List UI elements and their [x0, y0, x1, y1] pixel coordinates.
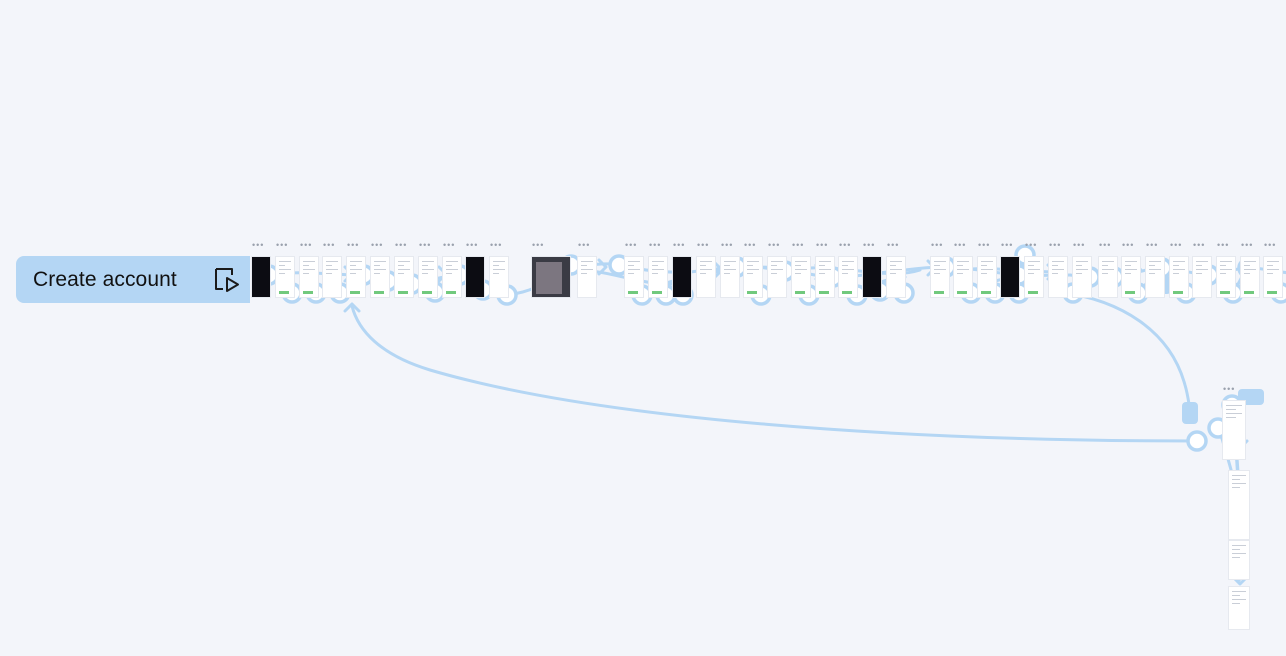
more-dots-icon[interactable]: ••• [371, 240, 384, 250]
more-dots-icon[interactable]: ••• [931, 240, 944, 250]
more-dots-icon[interactable]: ••• [1122, 240, 1135, 250]
more-dots-icon[interactable]: ••• [625, 240, 638, 250]
screen-thumbnail[interactable] [1098, 256, 1118, 298]
screen-thumbnail[interactable] [299, 256, 319, 298]
more-dots-icon[interactable]: ••• [323, 240, 336, 250]
screen-thumbnail[interactable] [1000, 256, 1020, 298]
screen-thumbnail[interactable] [275, 256, 295, 298]
screen-thumbnail[interactable] [531, 256, 571, 298]
screen-thumbnail[interactable] [394, 256, 414, 298]
screen-thumbnail[interactable] [624, 256, 644, 298]
more-dots-icon[interactable]: ••• [768, 240, 781, 250]
more-dots-icon[interactable]: ••• [673, 240, 686, 250]
screen-thumbnail[interactable] [767, 256, 787, 298]
more-dots-icon[interactable]: ••• [863, 240, 876, 250]
more-dots-icon[interactable]: ••• [395, 240, 408, 250]
screen-thumbnail[interactable] [1048, 256, 1068, 298]
more-dots-icon[interactable]: ••• [1049, 240, 1062, 250]
more-dots-icon[interactable]: ••• [578, 240, 591, 250]
screen-thumbnail[interactable] [672, 256, 692, 298]
more-dots-icon[interactable]: ••• [744, 240, 757, 250]
more-dots-icon[interactable]: ••• [1001, 240, 1014, 250]
screen-thumbnail[interactable] [1240, 256, 1260, 298]
flow-name: Create account [33, 267, 177, 291]
more-dots-icon[interactable]: ••• [1193, 240, 1206, 250]
screen-thumbnail[interactable] [322, 256, 342, 298]
prototype-connection [597, 258, 608, 276]
more-dots-icon[interactable]: ••• [276, 240, 289, 250]
more-dots-icon[interactable]: ••• [1025, 240, 1038, 250]
more-dots-icon[interactable]: ••• [443, 240, 456, 250]
more-dots-icon[interactable]: ••• [1217, 240, 1230, 250]
screen-thumbnail[interactable] [577, 256, 597, 298]
screen-thumbnail[interactable] [1228, 540, 1250, 580]
screen-thumbnail[interactable] [743, 256, 763, 298]
screen-thumbnail[interactable] [1121, 256, 1141, 298]
screen-thumbnail[interactable] [1228, 586, 1250, 630]
more-dots-icon[interactable]: ••• [490, 240, 503, 250]
screen-thumbnail[interactable] [815, 256, 835, 298]
screen-thumbnail[interactable] [1169, 256, 1189, 298]
screen-thumbnail[interactable] [696, 256, 716, 298]
more-dots-icon[interactable]: ••• [1170, 240, 1183, 250]
screen-thumbnail[interactable] [346, 256, 366, 298]
more-dots-icon[interactable]: ••• [954, 240, 967, 250]
screen-thumbnail[interactable] [838, 256, 858, 298]
more-dots-icon[interactable]: ••• [1146, 240, 1159, 250]
prototype-connection [350, 304, 1199, 443]
more-dots-icon[interactable]: ••• [649, 240, 662, 250]
more-dots-icon[interactable]: ••• [721, 240, 734, 250]
connection-handle [1182, 402, 1198, 424]
screen-thumbnail[interactable] [930, 256, 950, 298]
screen-thumbnail[interactable] [977, 256, 997, 298]
prototype-connection [1058, 290, 1192, 412]
more-dots-icon[interactable]: ••• [839, 240, 852, 250]
screen-thumbnail[interactable] [1263, 256, 1283, 298]
screen-thumbnail[interactable] [1222, 400, 1246, 460]
more-dots-icon[interactable]: ••• [300, 240, 313, 250]
screen-thumbnail[interactable] [251, 256, 271, 298]
more-dots-icon[interactable]: ••• [347, 240, 360, 250]
more-dots-icon[interactable]: ••• [887, 240, 900, 250]
flow-starting-point[interactable]: Create account [16, 256, 250, 303]
screen-thumbnail[interactable] [465, 256, 485, 298]
screen-thumbnail[interactable] [442, 256, 462, 298]
more-dots-icon[interactable]: ••• [252, 240, 265, 250]
more-dots-icon[interactable]: ••• [532, 240, 545, 250]
more-dots-icon[interactable]: ••• [1099, 240, 1112, 250]
connection-node [1186, 430, 1208, 452]
more-dots-icon[interactable]: ••• [1223, 384, 1236, 394]
screen-thumbnail[interactable] [1192, 256, 1212, 298]
more-dots-icon[interactable]: ••• [697, 240, 710, 250]
screen-thumbnail[interactable] [1216, 256, 1236, 298]
screen-thumbnail[interactable] [953, 256, 973, 298]
screen-thumbnail[interactable] [862, 256, 882, 298]
screen-thumbnail[interactable] [370, 256, 390, 298]
more-dots-icon[interactable]: ••• [816, 240, 829, 250]
screen-thumbnail[interactable] [1072, 256, 1092, 298]
more-dots-icon[interactable]: ••• [792, 240, 805, 250]
more-dots-icon[interactable]: ••• [1073, 240, 1086, 250]
screen-thumbnail[interactable] [791, 256, 811, 298]
screen-thumbnail[interactable] [886, 256, 906, 298]
screen-thumbnail[interactable] [489, 256, 509, 298]
prototype-connection [343, 302, 361, 313]
screen-thumbnail[interactable] [1228, 470, 1250, 540]
screen-thumbnail[interactable] [1145, 256, 1165, 298]
screen-thumbnail[interactable] [720, 256, 740, 298]
more-dots-icon[interactable]: ••• [978, 240, 991, 250]
screen-thumbnail[interactable] [1024, 256, 1044, 298]
play-prototype-icon[interactable] [213, 267, 241, 293]
screen-thumbnail[interactable] [648, 256, 668, 298]
more-dots-icon[interactable]: ••• [466, 240, 479, 250]
more-dots-icon[interactable]: ••• [419, 240, 432, 250]
more-dots-icon[interactable]: ••• [1241, 240, 1254, 250]
more-dots-icon[interactable]: ••• [1264, 240, 1277, 250]
screen-thumbnail[interactable] [418, 256, 438, 298]
